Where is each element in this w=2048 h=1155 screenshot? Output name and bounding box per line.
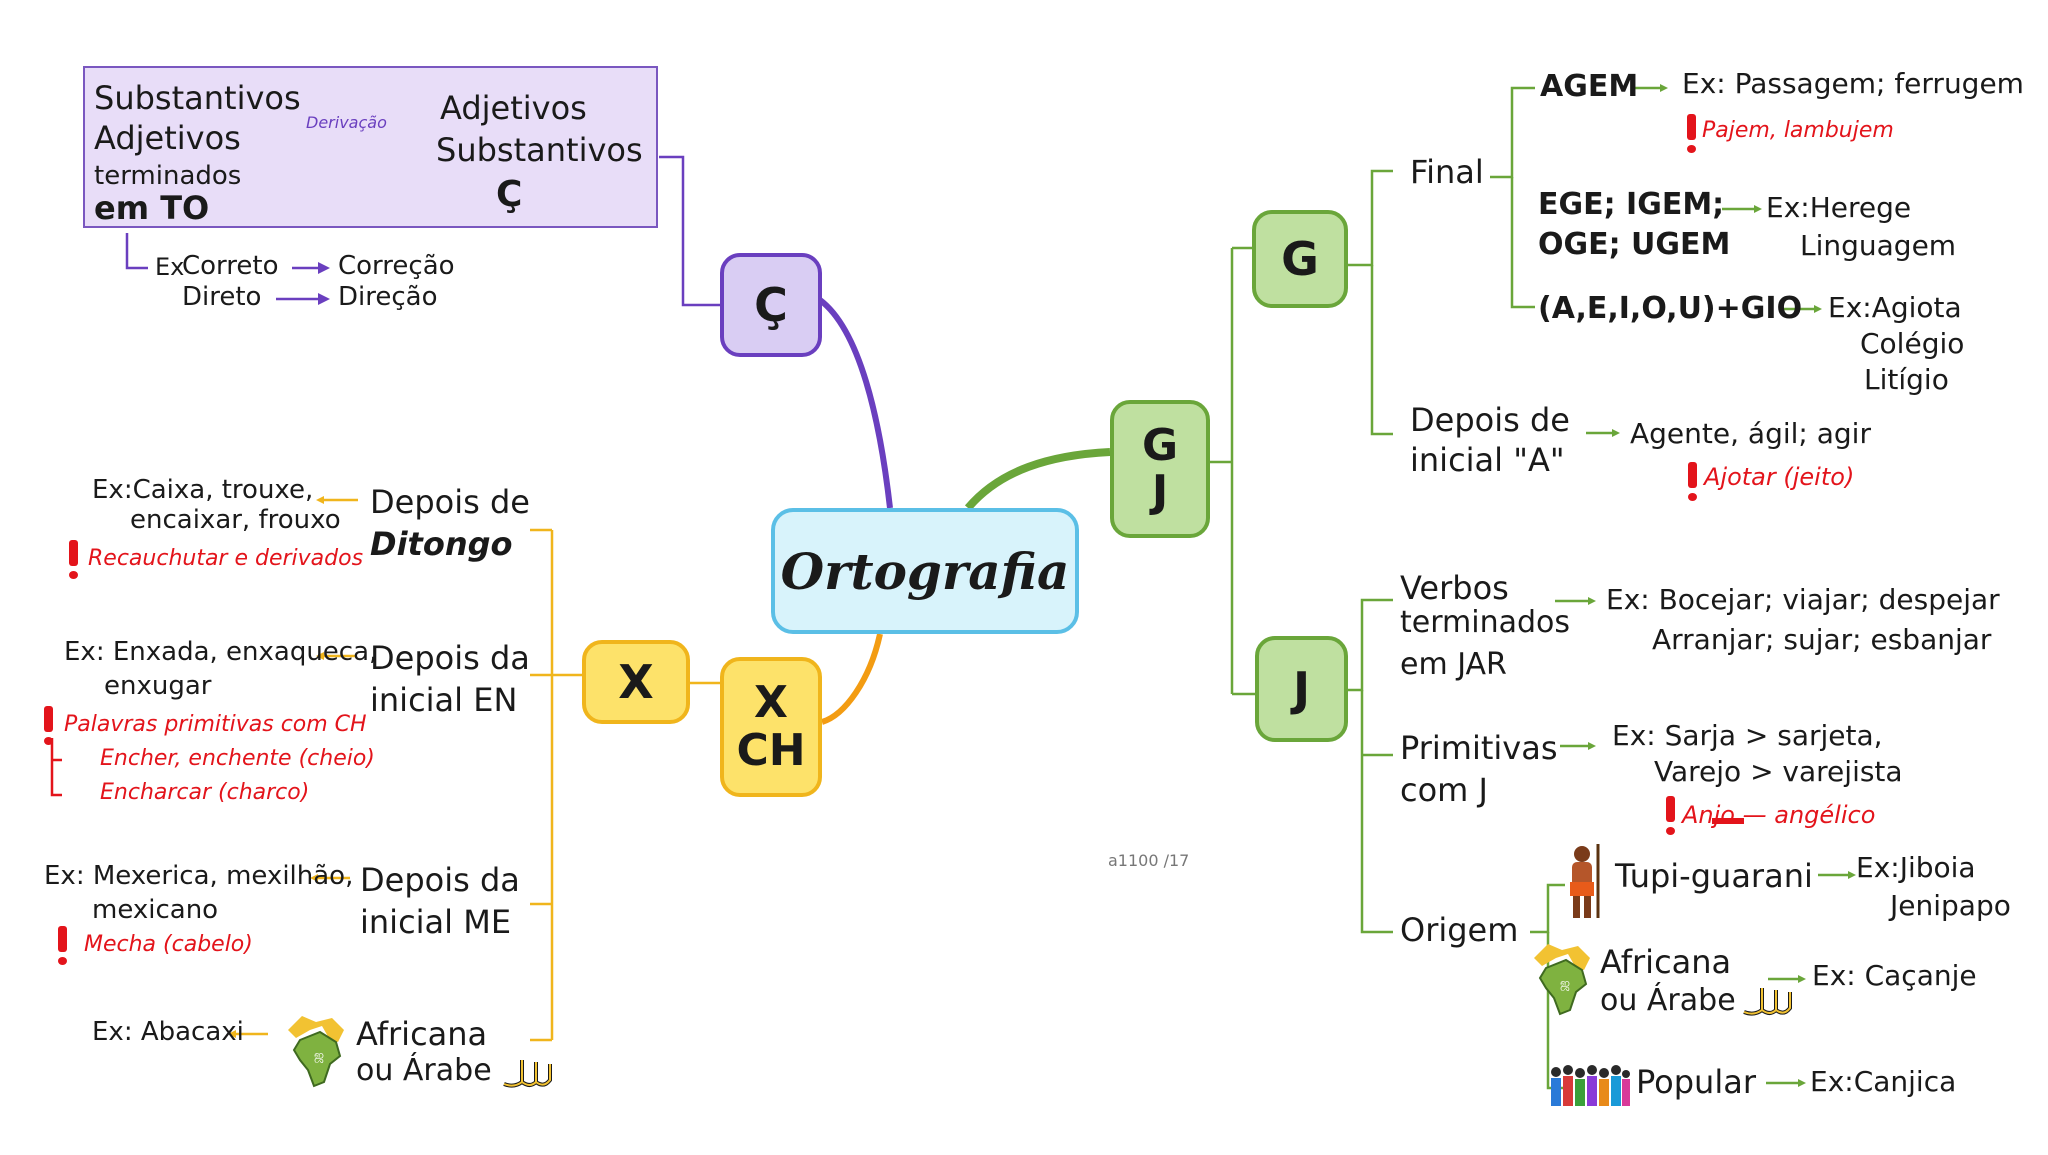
exclamation-icon	[44, 706, 53, 745]
x-me-label-1: Depois da	[360, 861, 520, 899]
arabic-script-icon	[503, 1060, 552, 1088]
x-ditongo-exception: Recauchutar e derivados	[88, 546, 364, 571]
africa-map-icon: ஜ	[1534, 944, 1590, 1016]
j-verbos-example-1: Ex: Bocejar; viajar; despejar	[1606, 583, 2000, 616]
j-origem-tupi-example-1: Ex:Jiboia	[1856, 851, 1976, 884]
cedilla-example-2-to: Direção	[338, 282, 438, 312]
exclamation-icon	[1688, 462, 1697, 501]
j-primitivas-exception: Anjo — angélico	[1682, 801, 1876, 829]
x-me-exception: Mecha (cabelo)	[84, 932, 253, 957]
g-final-ege-example-1: Ex:Herege	[1766, 191, 1912, 224]
watermark: a1100 /17	[1108, 851, 1190, 870]
x-me-example-2: mexicano	[92, 895, 219, 925]
g-final-agem-exception: Pajem, lambujem	[1702, 118, 1894, 143]
x-en-exception-2: Encher, enchente (cheio)	[100, 746, 375, 771]
x-ditongo-example-1: Ex:Caixa, trouxe,	[92, 475, 314, 505]
cedilla-left-term-1: Substantivos	[94, 79, 301, 117]
branch-center-gj	[964, 448, 1111, 511]
j-primitivas-example-2: Varejo > varejista	[1654, 755, 1903, 788]
cedilla-arrow-label: Derivação	[306, 113, 387, 132]
g-final-agem-example: Ex: Passagem; ferrugem	[1682, 67, 2024, 100]
g-final-label: Final	[1410, 153, 1484, 191]
g-final-gio-example-2: Colégio	[1860, 327, 1965, 360]
center-node-ortografia[interactable]: Ortografia	[771, 508, 1079, 634]
x-ditongo-label-2: Ditongo	[370, 525, 513, 563]
cedilla-example-prefix: Ex	[155, 253, 185, 281]
cedilla-node[interactable]: Ç	[720, 253, 822, 357]
j-origem-label: Origem	[1400, 911, 1519, 949]
x-ditongo-example-2: encaixar, frouxo	[130, 505, 341, 535]
branch-center-cedilla	[818, 297, 893, 509]
j-verbos-label-2: terminados	[1400, 605, 1571, 640]
exclamation-icon	[58, 926, 67, 965]
exclamation-icon	[69, 540, 78, 579]
exclamation-icon	[1687, 114, 1696, 153]
j-origem-popular-label: Popular	[1636, 1063, 1756, 1101]
j-origem-africana-label-1: Africana	[1600, 943, 1732, 981]
africa-map-icon: ஜ	[288, 1016, 344, 1088]
x-africana-label-2: ou Árabe	[356, 1053, 492, 1088]
j-origem-tupi-example-2: Jenipapo	[1890, 889, 2011, 922]
g-node[interactable]: G	[1252, 210, 1348, 308]
g-final-rule-gio: (A,E,I,O,U)+GIO	[1538, 291, 1803, 326]
g-depois-example: Agente, ágil; agir	[1630, 417, 1871, 450]
j-primitivas-label-2: com J	[1400, 771, 1488, 809]
x-africana-label-1: Africana	[356, 1015, 488, 1053]
g-final-rule-agem: AGEM	[1540, 69, 1639, 104]
cedilla-left-term-2: Adjetivos	[94, 119, 241, 157]
g-final-ege-example-2: Linguagem	[1800, 229, 1957, 262]
x-me-label-2: inicial ME	[360, 903, 512, 941]
x-me-example-1: Ex: Mexerica, mexilhão,	[44, 861, 354, 891]
gj-node[interactable]: G J	[1110, 400, 1210, 538]
j-primitivas-example-1: Ex: Sarja > sarjeta,	[1612, 719, 1883, 752]
j-origem-africana-label-2: ou Árabe	[1600, 983, 1736, 1018]
cedilla-right-term-2: Substantivos	[436, 131, 643, 169]
g-final-rule-ege-1: EGE; IGEM;	[1538, 187, 1725, 222]
cedilla-example-2-from: Direto	[182, 282, 262, 312]
g-final-rule-ege-2: OGE; UGEM	[1538, 227, 1731, 262]
svg-text:ஜ: ஜ	[1560, 976, 1570, 991]
cedilla-left-term-4: em TO	[94, 189, 210, 227]
exclamation-icon	[1666, 796, 1675, 835]
j-origem-tupi-label: Tupi-guarani	[1615, 857, 1813, 895]
g-depois-label-1: Depois de	[1410, 401, 1570, 439]
x-ditongo-label-1: Depois de	[370, 483, 530, 521]
j-primitivas-label-1: Primitivas	[1400, 729, 1558, 767]
cedilla-left-term-3: terminados	[94, 161, 242, 191]
cedilla-example-1-from: Correto	[182, 251, 279, 281]
xch-node[interactable]: X CH	[720, 657, 822, 797]
j-node[interactable]: J	[1255, 636, 1348, 742]
x-en-example-2: enxugar	[104, 671, 212, 701]
people-crowd-icon	[1551, 1065, 1630, 1106]
g-final-gio-example-1: Ex:Agiota	[1828, 291, 1962, 324]
x-en-label-2: inicial EN	[370, 681, 518, 719]
j-origem-popular-example: Ex:Canjica	[1810, 1065, 1957, 1098]
cedilla-rule-box	[83, 66, 658, 228]
svg-text:ஜ: ஜ	[314, 1048, 324, 1063]
j-origem-africana-example: Ex: Caçanje	[1812, 959, 1977, 992]
x-en-example-1: Ex: Enxada, enxaqueca,	[64, 637, 378, 667]
cedilla-example-1-to: Correção	[338, 251, 455, 281]
g-depois-exception: Ajotar (jeito)	[1704, 463, 1855, 491]
branch-center-xch	[820, 633, 883, 725]
arabic-script-icon	[1743, 988, 1792, 1016]
j-verbos-label-1: Verbos	[1400, 569, 1509, 607]
x-africana-example: Ex: Abacaxi	[92, 1017, 244, 1047]
g-depois-label-2: inicial "A"	[1410, 441, 1565, 479]
cedilla-right-term-1: Adjetivos	[440, 89, 587, 127]
g-final-gio-example-3: Litígio	[1864, 363, 1949, 396]
x-en-label-1: Depois da	[370, 639, 530, 677]
x-en-exception-1: Palavras primitivas com CH	[64, 712, 367, 737]
x-node[interactable]: X	[582, 640, 690, 724]
indigenous-person-icon	[1570, 844, 1600, 918]
j-verbos-label-3: em JAR	[1400, 647, 1507, 682]
cedilla-right-term-3: Ç	[496, 174, 523, 215]
j-verbos-example-2: Arranjar; sujar; esbanjar	[1652, 623, 1992, 656]
x-en-exception-3: Encharcar (charco)	[100, 780, 310, 805]
